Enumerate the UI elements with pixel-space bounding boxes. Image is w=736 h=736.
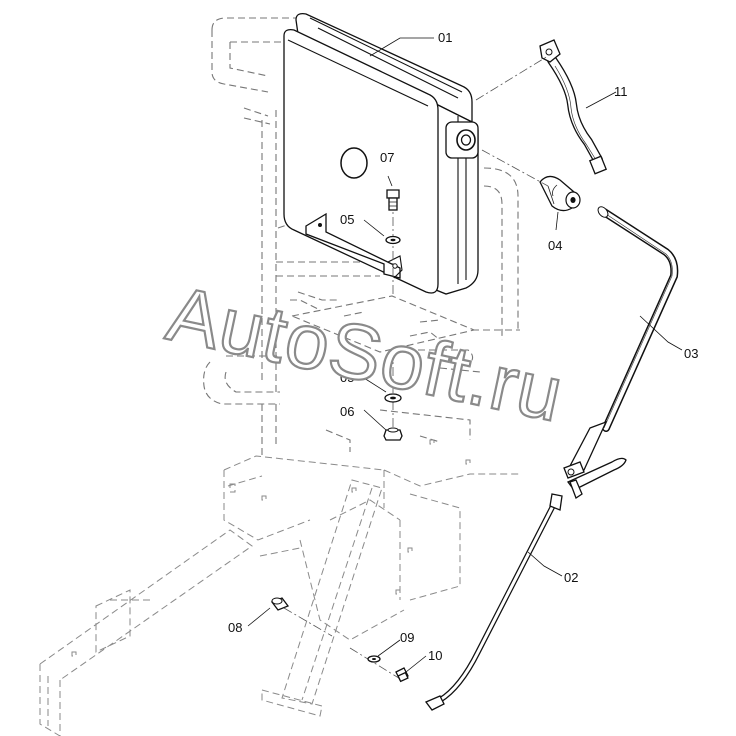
callout-03: 03	[684, 346, 698, 361]
part-09-washer	[349, 647, 403, 681]
callout-02: 02	[564, 570, 578, 585]
part-02-rod	[424, 493, 563, 711]
part-05-washer-lower	[384, 350, 402, 440]
watermark: AutoSoft.ru	[160, 269, 571, 438]
callout-07: 07	[380, 150, 394, 165]
part-07-bolt	[386, 189, 400, 296]
callout-labels: 01 02 03 04 05 05 06 07 08 09 10 11	[228, 30, 698, 663]
part-03-pickup-tube	[563, 206, 679, 499]
callout-11: 11	[614, 84, 628, 99]
part-11-hose	[539, 39, 608, 175]
callout-10: 10	[428, 648, 442, 663]
part-05-washer-upper	[385, 235, 401, 245]
callout-09: 09	[400, 630, 414, 645]
callout-01: 01	[438, 30, 452, 45]
callout-05-upper: 05	[340, 212, 354, 227]
part-01-tank	[283, 12, 479, 295]
callout-04: 04	[548, 238, 562, 253]
part-10-bolt	[395, 667, 409, 683]
part-04-grommet	[539, 175, 581, 212]
callout-05-lower: 05	[340, 370, 354, 385]
leader-lines	[247, 37, 683, 673]
phantom-frame	[39, 17, 520, 736]
part-08-bushing	[270, 597, 333, 637]
part-06-nut	[383, 427, 403, 441]
callout-06: 06	[340, 404, 354, 419]
callout-08: 08	[228, 620, 242, 635]
